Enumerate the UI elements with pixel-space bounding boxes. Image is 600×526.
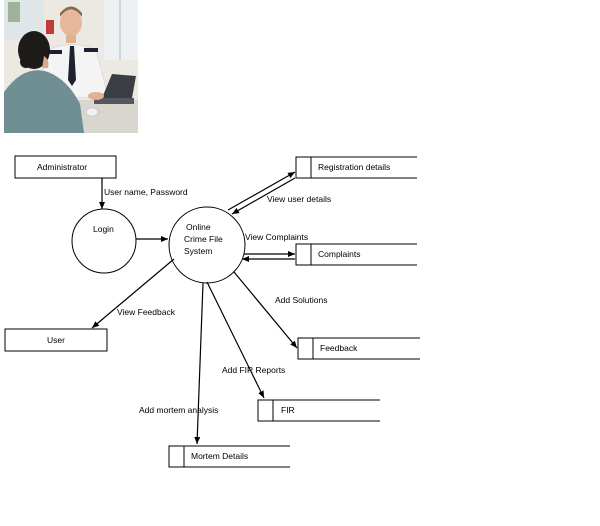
flow-system-mortem: Add mortem analysis [139, 282, 218, 445]
administrator-label: Administrator [37, 162, 87, 172]
store-complaints-label: Complaints [318, 249, 361, 259]
flow-view-user-details-label: View user details [267, 194, 331, 204]
system-label-line1: Online [186, 222, 211, 232]
user-entity: User [4, 328, 108, 352]
store-registration-label: Registration details [318, 162, 390, 172]
flow-system-registration: View user details [227, 171, 331, 215]
flow-system-feedback: Add Solutions [233, 271, 327, 349]
user-label: User [47, 335, 65, 345]
system-label-line3: System [184, 246, 212, 256]
flow-system-complaints: View Complaints [242, 232, 308, 262]
flow-admin-to-login: User name, Password [99, 178, 188, 209]
flow-add-solutions-label: Add Solutions [275, 295, 327, 305]
store-mortem: Mortem Details [168, 445, 290, 468]
system-process: Online Crime File System [168, 206, 246, 284]
store-fir: FIR [257, 399, 380, 422]
flow-add-mortem-analysis-label: Add mortem analysis [139, 405, 218, 415]
login-label: Login [93, 224, 114, 234]
administrator-entity: Administrator [14, 155, 117, 179]
store-complaints: Complaints [295, 243, 417, 266]
officer-interview-photo [4, 0, 138, 133]
store-fir-label: FIR [281, 405, 295, 415]
login-process: Login [71, 208, 137, 274]
flow-system-fir: Add FIR Reports [206, 281, 285, 399]
flow-system-user: View Feedback [91, 258, 176, 329]
flow-view-feedback-label: View Feedback [117, 307, 176, 317]
store-feedback-label: Feedback [320, 343, 358, 353]
flow-username-password-label: User name, Password [104, 187, 188, 197]
store-mortem-label: Mortem Details [191, 451, 248, 461]
system-label-line2: Crime File [184, 234, 223, 244]
store-registration: Registration details [295, 156, 417, 179]
flow-add-fir-reports-label: Add FIR Reports [222, 365, 285, 375]
store-feedback: Feedback [297, 337, 420, 360]
flow-view-complaints-label: View Complaints [245, 232, 308, 242]
